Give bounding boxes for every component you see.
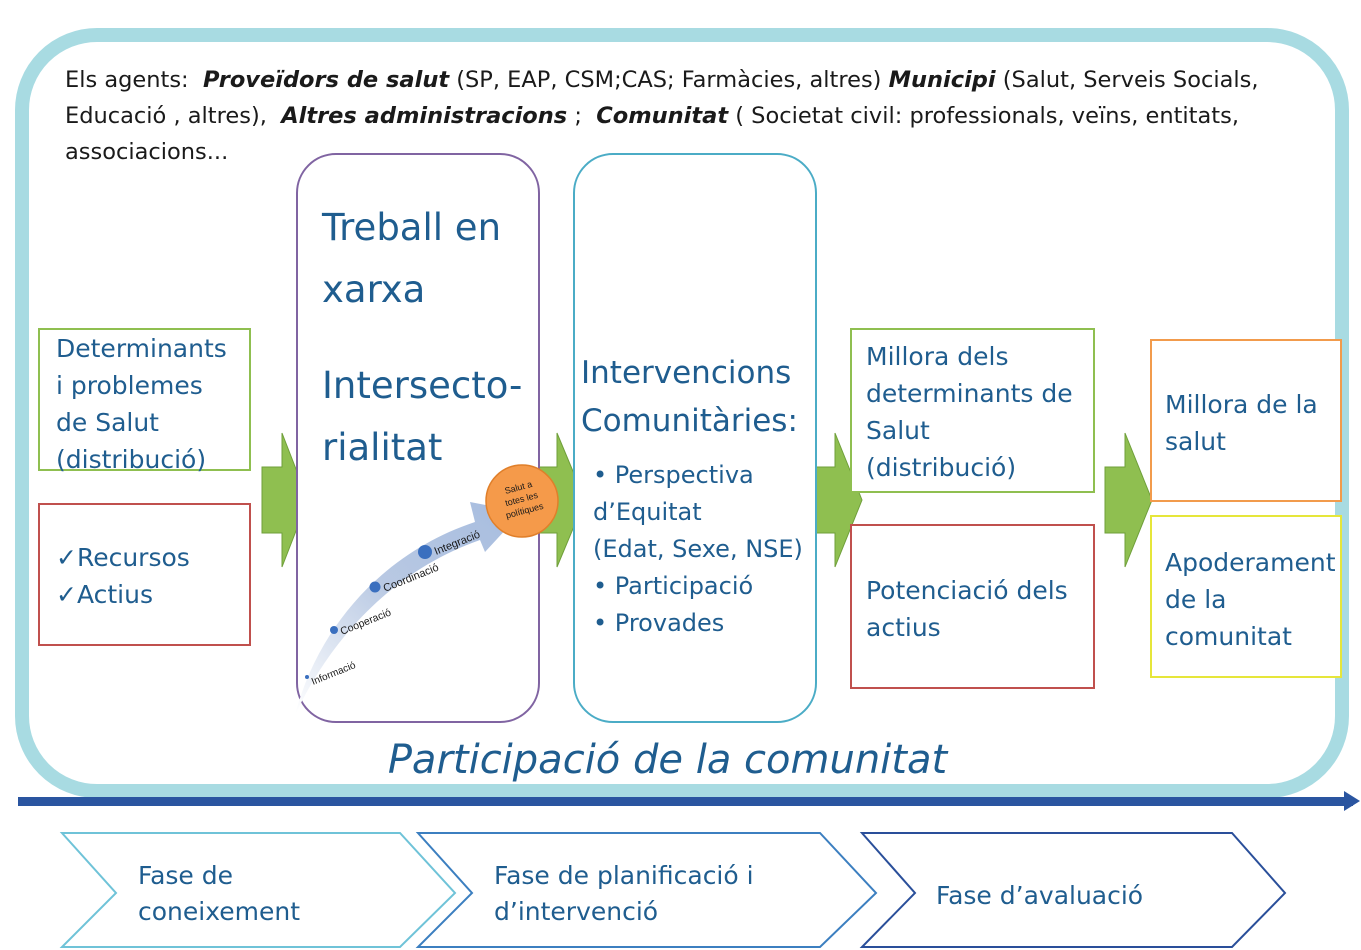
phase-knowledge-label: Fase de coneixement bbox=[138, 858, 300, 930]
resources-box: ✓Recursos ✓Actius bbox=[38, 503, 251, 646]
agents-other-administrations: Altres administracions bbox=[281, 103, 568, 129]
intersectoral-title-line: rialitat bbox=[322, 426, 443, 469]
flow-arrow-4 bbox=[1104, 432, 1153, 568]
flow-arrow-2 bbox=[538, 432, 586, 568]
step-dot-cooperation bbox=[330, 626, 338, 634]
phase-chevrons bbox=[59, 832, 1287, 948]
assets-item: ✓Actius bbox=[56, 580, 153, 609]
community-empowerment-line: comunitat bbox=[1165, 622, 1292, 651]
agents-municipality: Municipi bbox=[888, 67, 996, 93]
step-dot-information bbox=[305, 675, 309, 679]
determinants-line: (distribució) bbox=[56, 445, 207, 474]
interventions-title-line: Comunitàries: bbox=[581, 403, 798, 439]
agents-prefix: Els agents: bbox=[65, 67, 189, 93]
agents-health-providers-detail: (SP, EAP, CSM;CAS; Farmàcies, altres) bbox=[449, 67, 889, 93]
interventions-bullet-line: • Provades bbox=[593, 609, 725, 637]
health-improvement-box: Millora de la salut bbox=[1150, 339, 1342, 502]
determinants-line: Determinants bbox=[56, 334, 227, 363]
agents-health-providers: Proveïdors de salut bbox=[202, 67, 450, 93]
step-dot-coordination bbox=[369, 581, 381, 593]
community-participation-label: Participació de la comunitat bbox=[387, 737, 948, 783]
improved-determinants-box: Millora dels determinants de Salut (dist… bbox=[850, 328, 1095, 493]
agents-text: Els agents: Proveïdors de salut (SP, EAP… bbox=[65, 62, 1325, 170]
phase-chevron-1 bbox=[59, 832, 457, 948]
improved-determinants-line: Millora dels bbox=[866, 342, 1009, 371]
phase-evaluation-label: Fase d’avaluació bbox=[936, 878, 1143, 914]
network-title-line: Treball en bbox=[322, 206, 502, 249]
agents-community-detail: ( Societat civil: professionals, veïns, … bbox=[65, 103, 1239, 165]
phase-chevron-3 bbox=[859, 832, 1287, 948]
phase-label-line: Fase de bbox=[138, 861, 234, 890]
determinants-line: i problemes bbox=[56, 371, 203, 400]
phase-label-line: d’intervenció bbox=[494, 897, 659, 926]
improved-determinants-line: Salut bbox=[866, 416, 930, 445]
interventions-title-line: Intervencions bbox=[581, 355, 792, 391]
health-improvement-line: salut bbox=[1165, 427, 1226, 456]
improved-determinants-line: (distribució) bbox=[866, 453, 1017, 482]
phase-chevron-2 bbox=[415, 832, 878, 948]
community-empowerment-box: Apoderament de la comunitat bbox=[1150, 515, 1342, 678]
interventions-box: Intervencions Comunitàries: • Perspectiv… bbox=[573, 153, 817, 723]
interventions-bullet-line: • Perspectiva bbox=[593, 461, 754, 489]
phase-label-line: coneixement bbox=[138, 897, 300, 926]
interventions-bullet-line: (Edat, Sexe, NSE) bbox=[593, 535, 803, 563]
phase-label-line: Fase d’avaluació bbox=[936, 881, 1144, 910]
timeline-arrowhead bbox=[1344, 791, 1360, 811]
community-empowerment-line: de la bbox=[1165, 585, 1227, 614]
health-improvement-line: Millora de la bbox=[1165, 390, 1318, 419]
determinants-line: de Salut bbox=[56, 408, 159, 437]
community-empowerment-line: Apoderament bbox=[1165, 548, 1336, 577]
improved-determinants-line: determinants de bbox=[866, 379, 1073, 408]
timeline-bar bbox=[18, 797, 1353, 806]
health-policies-badge: Salut a totes les polítiques bbox=[485, 464, 559, 538]
step-dot-integration bbox=[418, 545, 432, 559]
phase-label-line: Fase de planificació i bbox=[494, 861, 754, 890]
interventions-bullet-line: • Participació bbox=[593, 572, 754, 600]
assets-enhancement-line: Potenciació dels bbox=[866, 576, 1068, 605]
network-title-line: xarxa bbox=[322, 268, 426, 311]
assets-enhancement-line: actius bbox=[866, 613, 941, 642]
flow-arrow-3 bbox=[814, 432, 863, 568]
agents-separator: ; bbox=[567, 103, 590, 129]
interventions-bullet-line: d’Equitat bbox=[593, 498, 702, 526]
intersectoral-title-line: Intersecto- bbox=[322, 364, 523, 407]
resources-item: ✓Recursos bbox=[56, 543, 190, 572]
determinants-box: Determinants i problemes de Salut (distr… bbox=[38, 328, 251, 474]
assets-enhancement-box: Potenciació dels actius bbox=[850, 524, 1095, 689]
outer-frame bbox=[15, 28, 1349, 798]
flow-arrow-1 bbox=[261, 432, 309, 568]
agents-municipality-detail: (Salut, Serveis Socials, Educació , altr… bbox=[65, 67, 1259, 129]
agents-community: Comunitat bbox=[596, 103, 729, 129]
phase-planning-label: Fase de planificació i d’intervenció bbox=[494, 858, 754, 930]
